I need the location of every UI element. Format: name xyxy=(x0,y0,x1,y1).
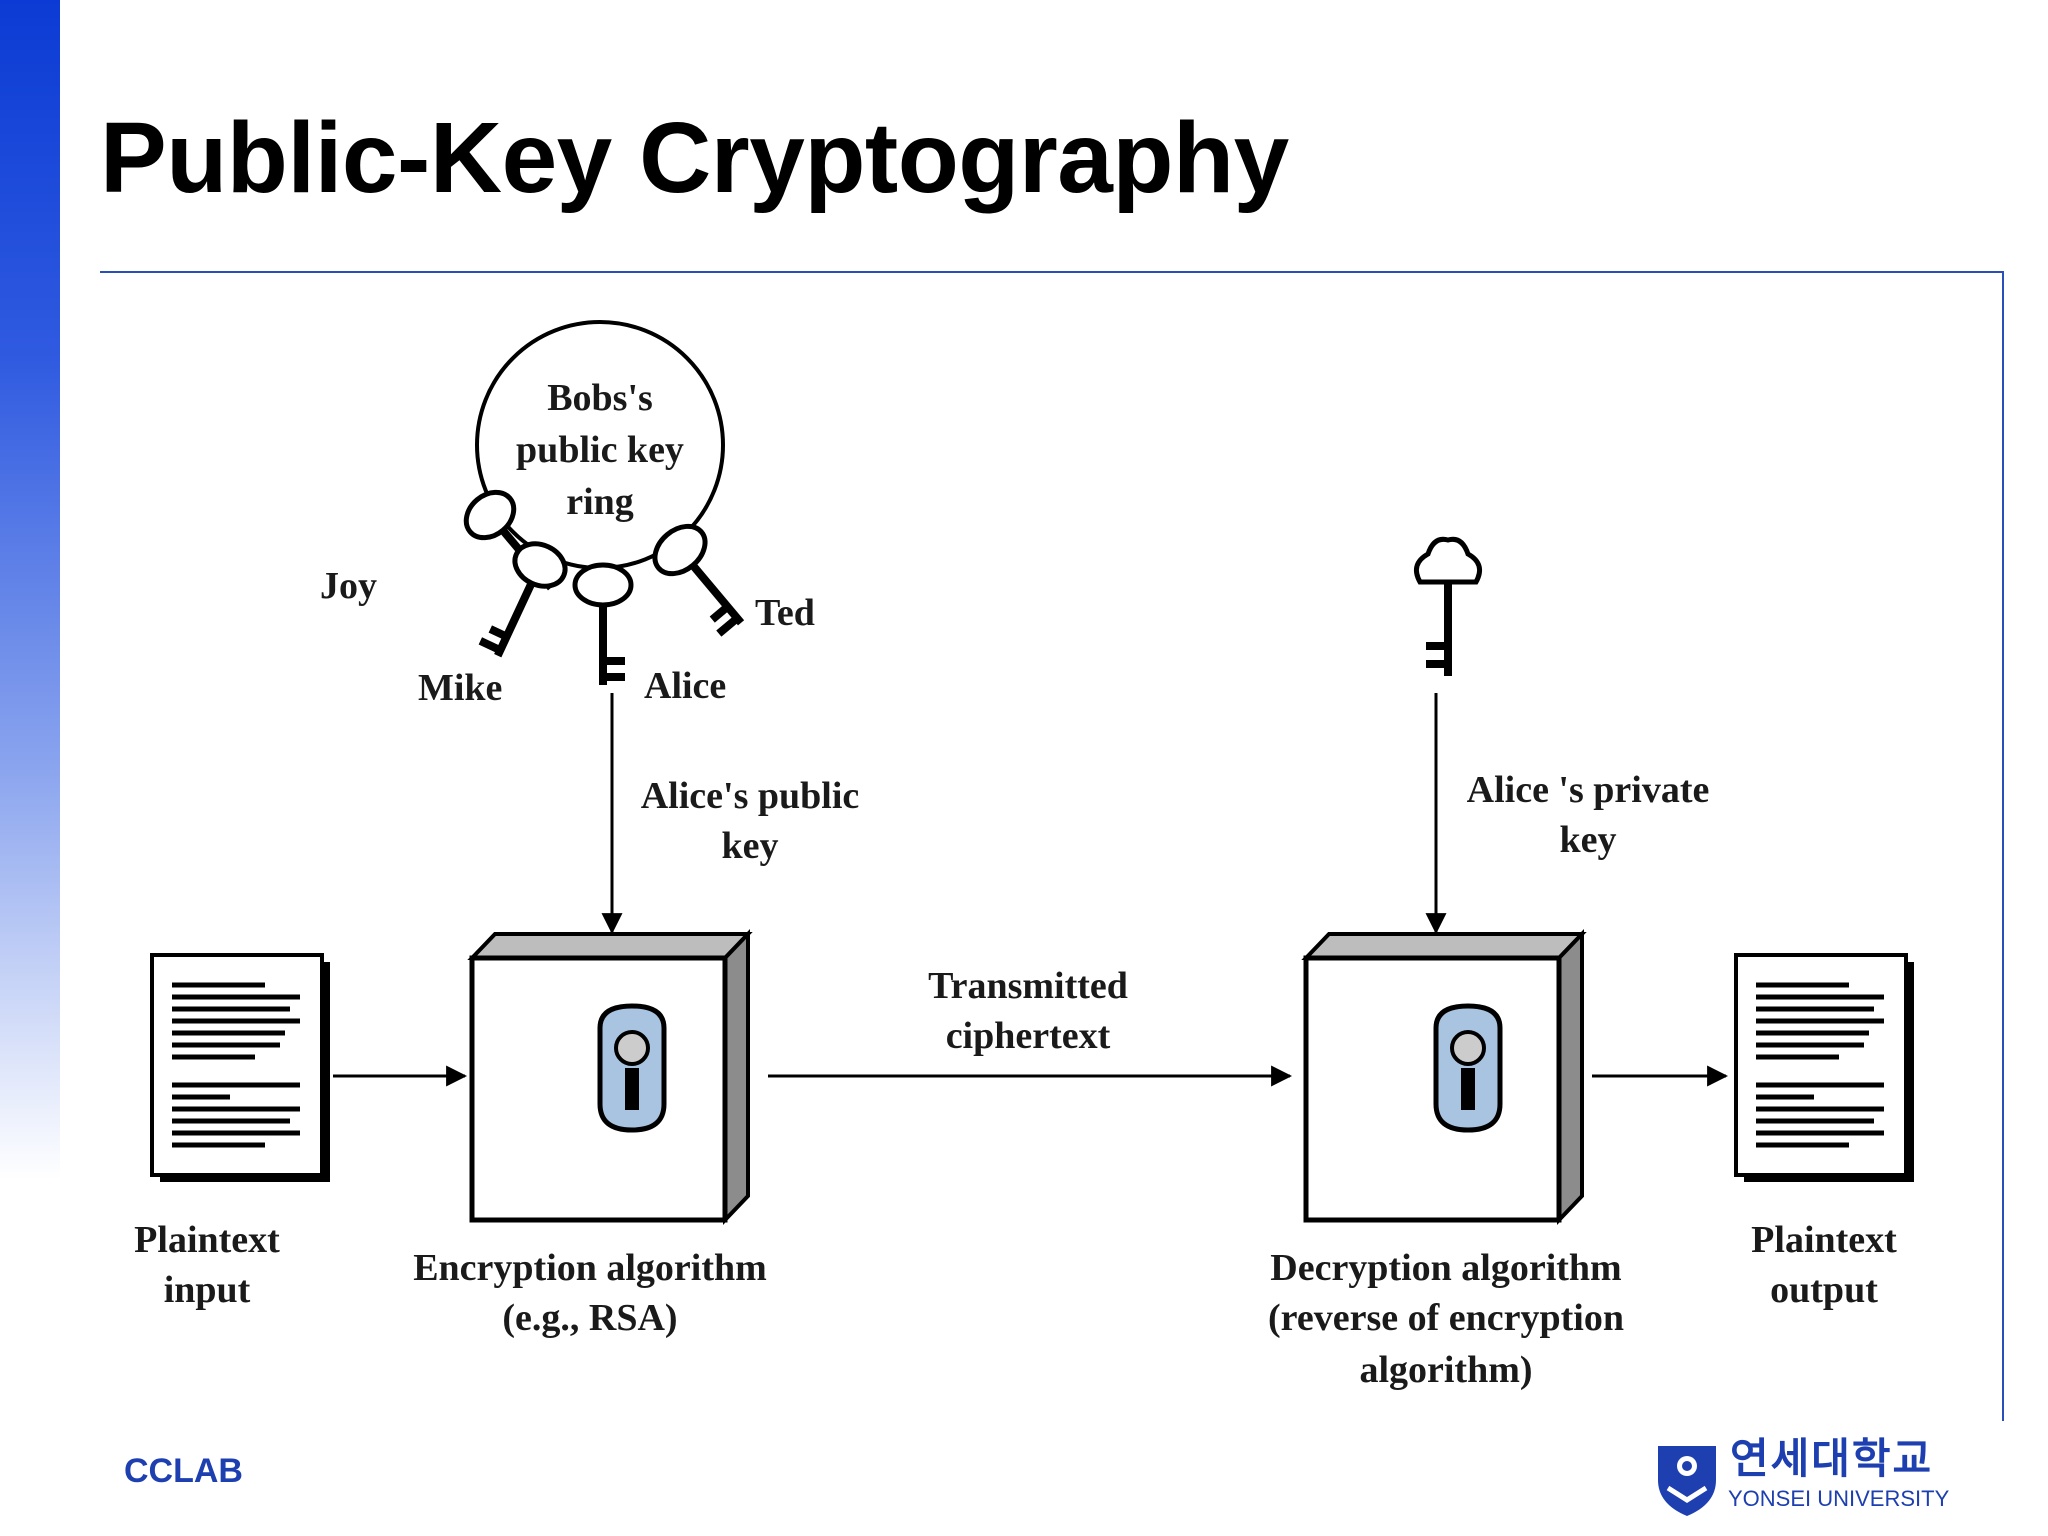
plaintext-output-label-2: output xyxy=(1770,1269,1878,1311)
key-name-ted: Ted xyxy=(755,592,815,634)
shield-icon xyxy=(1658,1446,1716,1516)
decryption-lock-icon xyxy=(1433,1003,1503,1133)
logo-english-text: YONSEI UNIVERSITY xyxy=(1728,1486,1950,1511)
key-ring-label-3: ring xyxy=(566,481,634,523)
key-name-mike: Mike xyxy=(418,667,502,709)
key-ring: Bobs's public key ring xyxy=(475,320,725,570)
slide-title: Public-Key Cryptography xyxy=(100,102,1289,214)
university-logo: 연세대학교 YONSEI UNIVERSITY xyxy=(1642,1438,1982,1518)
key-ring-label-1: Bobs's xyxy=(547,377,653,419)
private-key-label-1: Alice 's private xyxy=(1467,769,1710,811)
title-rule xyxy=(100,271,2004,273)
ciphertext-label-2: ciphertext xyxy=(946,1015,1111,1057)
key-ring-label-2: public key xyxy=(516,429,684,471)
alice-key-icon xyxy=(572,562,634,685)
private-key-label-2: key xyxy=(1560,819,1617,861)
decryption-label-3: algorithm) xyxy=(1359,1349,1532,1391)
decryption-box xyxy=(1301,929,1587,1225)
private-key-icon xyxy=(1413,536,1483,676)
ciphertext-label-1: Transmitted xyxy=(928,965,1128,1007)
footer-lab-name: CCLAB xyxy=(124,1452,243,1490)
encryption-label-1: Encryption algorithm xyxy=(413,1247,767,1289)
encryption-label-2: (e.g., RSA) xyxy=(502,1297,677,1339)
key-name-alice: Alice xyxy=(644,665,726,707)
right-rule xyxy=(2002,271,2004,1421)
side-accent-bar xyxy=(0,0,60,1180)
plaintext-output-document-icon xyxy=(1734,953,1914,1182)
plaintext-input-label-2: input xyxy=(164,1269,251,1311)
public-key-label-2: key xyxy=(722,825,779,867)
key-name-joy: Joy xyxy=(320,565,377,607)
logo-korean-text: 연세대학교 xyxy=(1730,1434,1934,1483)
ted-key-icon xyxy=(652,523,745,637)
decryption-label-2: (reverse of encryption xyxy=(1268,1297,1624,1339)
plaintext-input-document-icon xyxy=(150,953,330,1182)
plaintext-input-label-1: Plaintext xyxy=(134,1219,280,1261)
plaintext-output-label-1: Plaintext xyxy=(1751,1219,1897,1261)
encryption-lock-icon xyxy=(597,1003,667,1133)
mike-key-icon xyxy=(478,541,568,658)
decryption-label-1: Decryption algorithm xyxy=(1270,1247,1621,1289)
public-key-label-1: Alice's public xyxy=(641,775,860,817)
